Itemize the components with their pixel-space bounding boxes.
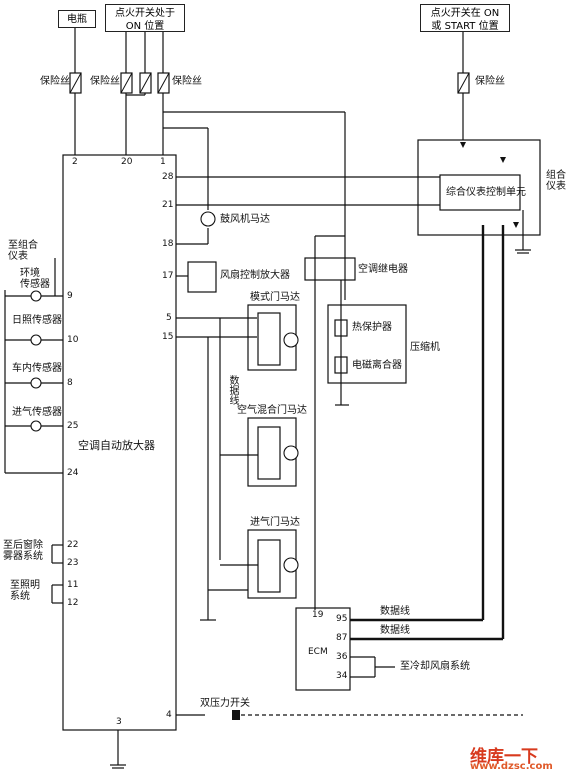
intake-motor-label: 进气门马达: [250, 517, 300, 528]
ign-on-label: 点火开关处于 ON 位置: [115, 8, 175, 32]
pin-17: 17: [162, 271, 174, 281]
ecm-pin-34: 34: [336, 671, 348, 681]
magnetic-clutch-label: 电磁离合器: [352, 360, 402, 371]
dual-switch-label: 双压力开关: [200, 698, 250, 709]
fuse-label-1: 保险丝: [40, 76, 70, 87]
airmix-motor-label: 空气混合门马达: [237, 405, 307, 416]
data-line-1-label: 数据线: [380, 606, 410, 617]
to-defogger-label: 至后窗除 雾器系统: [3, 540, 43, 562]
data-line-vertical-label: 数据线: [227, 375, 238, 405]
pin-24: 24: [67, 468, 79, 478]
intake-sensor-label: 进气传感器: [12, 407, 62, 418]
pin-20: 20: [121, 157, 133, 167]
ign-on-start-label: 点火开关在 ON 或 START 位置: [430, 8, 500, 32]
ecm-pin-19: 19: [312, 610, 324, 620]
pin-8: 8: [67, 378, 73, 388]
ambient-sensor-label: 环境 传感器: [20, 268, 50, 290]
ecm-pin-95: 95: [336, 614, 348, 624]
pin-2: 2: [72, 157, 78, 167]
pin-10: 10: [67, 335, 79, 345]
fuse-label-4: 保险丝: [475, 76, 505, 87]
to-lighting-label: 至照明 系统: [10, 580, 40, 602]
pin-28: 28: [162, 172, 174, 182]
pin-3: 3: [116, 717, 122, 727]
fuse-label-2: 保险丝: [90, 76, 120, 87]
pin-25: 25: [67, 421, 79, 431]
pin-4: 4: [166, 710, 172, 720]
watermark-url: www.dzsc.com: [470, 761, 553, 772]
amplifier-title: 空调自动放大器: [78, 439, 155, 452]
watermark-brand: 维库一下: [470, 747, 538, 767]
pin-11: 11: [67, 580, 79, 590]
data-line-2-label: 数据线: [380, 625, 410, 636]
pin-23: 23: [67, 558, 79, 568]
fuse-label-3: 保险丝: [172, 76, 202, 87]
ecm-label: ECM: [308, 647, 328, 657]
to-combo-label: 至组合 仪表: [8, 240, 38, 262]
ign-on-box: 点火开关处于 ON 位置: [105, 4, 185, 32]
pin-22: 22: [67, 540, 79, 550]
pin-9: 9: [67, 291, 73, 301]
mode-motor-label: 模式门马达: [250, 292, 300, 303]
to-cooling-fan-label: 至冷却风扇系统: [400, 661, 470, 672]
pin-5: 5: [166, 313, 172, 323]
ecm-pin-87: 87: [336, 633, 348, 643]
battery-box: 电瓶: [58, 10, 96, 28]
combo-meter-label: 组合 仪表: [546, 170, 566, 192]
ecm-pin-36: 36: [336, 652, 348, 662]
pin-21: 21: [162, 200, 174, 210]
ign-on-start-box: 点火开关在 ON 或 START 位置: [420, 4, 510, 32]
combo-unit-label: 综合仪表控制单元: [446, 187, 526, 198]
ac-relay-label: 空调继电器: [358, 264, 408, 275]
pin-12: 12: [67, 598, 79, 608]
blower-motor-label: 鼓风机马达: [220, 214, 270, 225]
pin-15: 15: [162, 332, 174, 342]
pin-18: 18: [162, 239, 174, 249]
pin-1: 1: [160, 157, 166, 167]
cabin-sensor-label: 车内传感器: [12, 363, 62, 374]
fan-amp-label: 风扇控制放大器: [220, 270, 290, 281]
battery-label: 电瓶: [67, 14, 87, 25]
compressor-label: 压缩机: [410, 342, 440, 353]
solar-sensor-label: 日照传感器: [12, 315, 62, 326]
thermal-protector-label: 热保护器: [352, 322, 392, 333]
